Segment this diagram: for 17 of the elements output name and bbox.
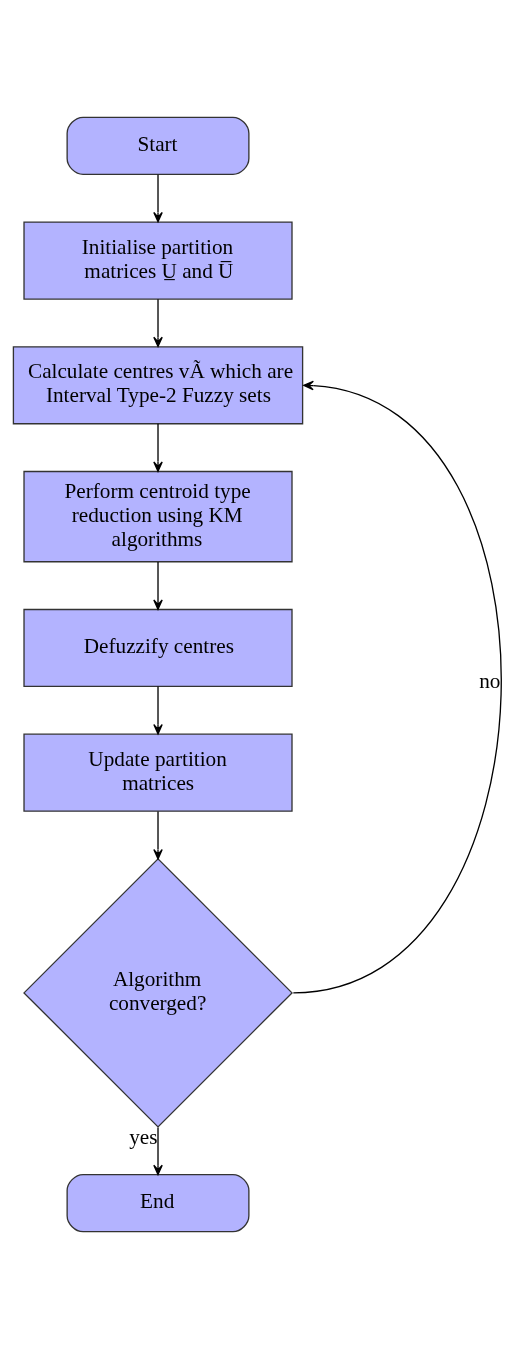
node-box: Defuzzify centres bbox=[23, 608, 293, 687]
node-box: Update partition matrices bbox=[23, 733, 293, 812]
node-box: Start bbox=[66, 116, 250, 175]
edge-label: no bbox=[479, 668, 501, 693]
node-box: Perform centroid type reduction using KM algorithms bbox=[23, 470, 293, 562]
node-box: End bbox=[66, 1173, 250, 1232]
node-box: Calculate centres vÃ which are Interval Type-2 Fuzzy sets bbox=[12, 345, 304, 424]
arrow bbox=[292, 380, 502, 994]
node-box: Initialise partition matrices U̲ and U̅ bbox=[23, 220, 293, 300]
arrow bbox=[153, 422, 163, 472]
arrow bbox=[153, 810, 163, 860]
arrow bbox=[153, 298, 163, 347]
arrow bbox=[153, 173, 163, 222]
arrow bbox=[153, 560, 163, 610]
arrow bbox=[153, 1126, 163, 1175]
node-diamond: Algorithm converged? bbox=[23, 857, 293, 1128]
arrow bbox=[153, 685, 163, 735]
